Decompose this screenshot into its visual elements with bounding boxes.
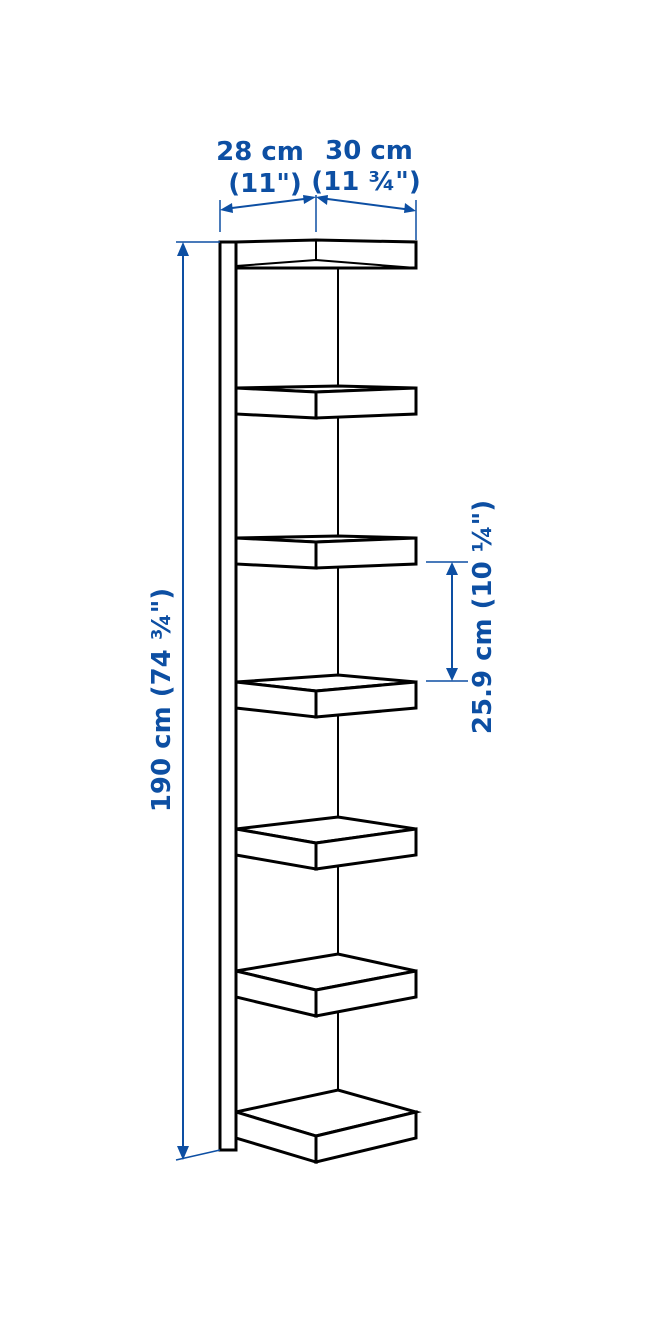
shelves — [234, 238, 422, 1165]
height-dimension: 190 cm (74 ¾") — [147, 241, 221, 1161]
width-dimension: 30 cm (11 ¾") — [311, 136, 421, 240]
depth-label: 28 cm — [216, 137, 304, 167]
shelf — [234, 534, 418, 570]
depth-dimension: 28 cm (11") — [216, 137, 317, 232]
back-panel — [218, 240, 238, 1152]
height-label: 190 cm (74 ¾") — [147, 588, 177, 812]
shelf — [234, 238, 418, 270]
shelf-spacing-label: 25.9 cm (10 ¼") — [468, 500, 498, 734]
shelf — [234, 952, 418, 1018]
shelf — [234, 673, 418, 719]
shelf-spacing-dimension: 25.9 cm (10 ¼") — [426, 500, 498, 734]
shelf — [234, 1088, 422, 1165]
depth-label-imperial: (11") — [228, 169, 302, 199]
shelf — [234, 815, 418, 871]
width-label: 30 cm — [325, 136, 413, 166]
width-label-imperial: (11 ¾") — [311, 167, 420, 197]
shelf — [234, 384, 418, 420]
